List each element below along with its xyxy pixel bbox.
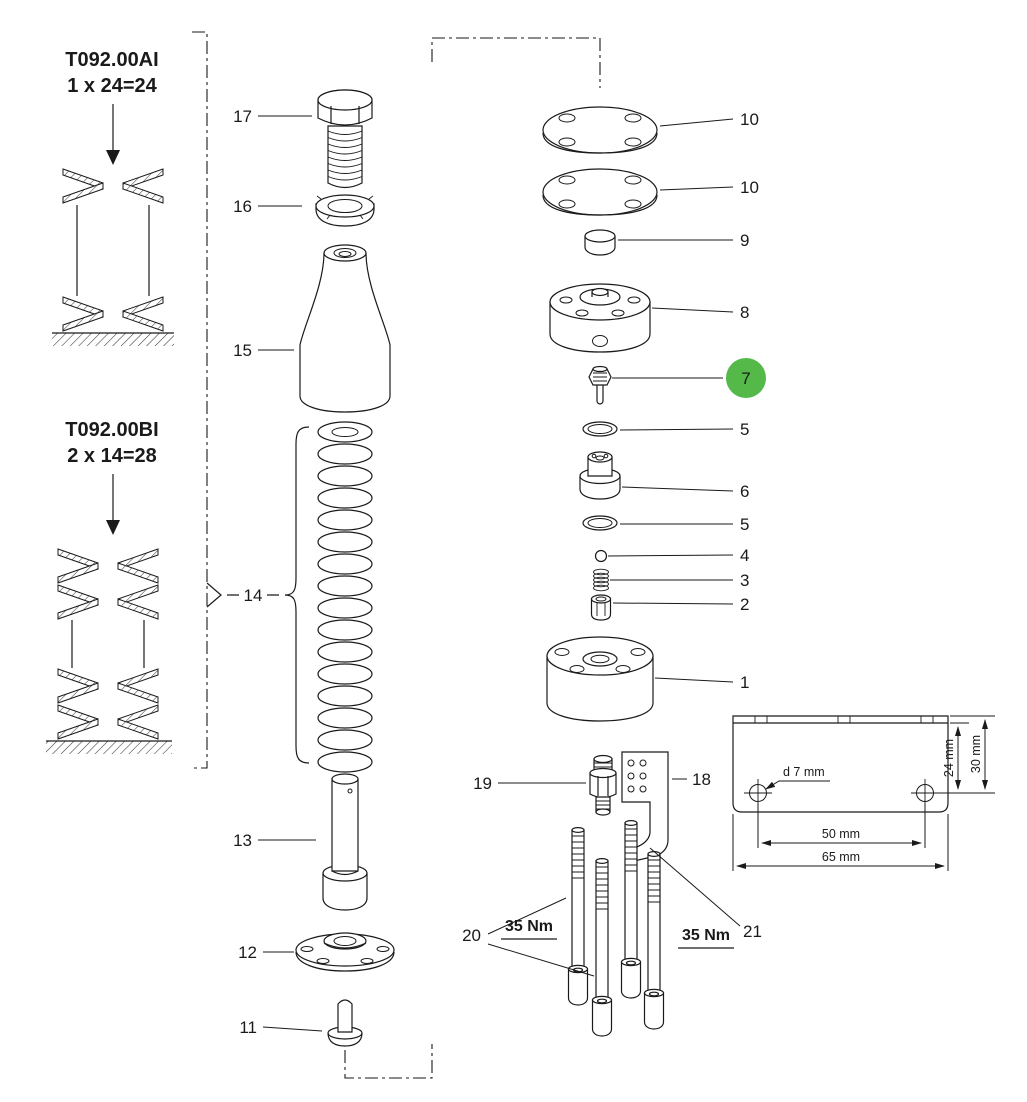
part-12-flange: 12	[238, 932, 395, 972]
callout-13-label: 13	[233, 831, 252, 850]
part-19-fitting: 19	[473, 754, 617, 816]
callout-17-label: 17	[233, 107, 252, 126]
part-5-seal-ring-lower: 5	[582, 515, 749, 534]
spring-stack-diagram-b: T092.00BI 2 x 14=28	[46, 419, 172, 754]
leader-1	[654, 677, 734, 683]
height-outer-label: 30 mm	[969, 735, 983, 773]
stack-a-code: T092.00AI	[65, 49, 158, 71]
callout-16-label: 16	[233, 197, 252, 216]
callout-10a-label: 10	[740, 110, 759, 129]
part-11-stud: 11	[239, 999, 363, 1047]
bottom-connector-line	[344, 1044, 433, 1079]
hole-diameter-leader	[765, 780, 830, 790]
callout-9-label: 9	[740, 231, 749, 250]
assembly-boundary-line	[192, 31, 208, 769]
leader-8	[651, 307, 734, 313]
callout-21-label: 21	[743, 922, 762, 941]
leader-2	[612, 602, 734, 605]
part-14-disc-spring-stack	[317, 421, 373, 773]
part-9-cap: 9	[584, 229, 749, 256]
part-17-adjusting-bolt: 17	[233, 89, 373, 189]
leader-21	[649, 847, 741, 927]
callout-8-label: 8	[740, 303, 749, 322]
leader-20	[487, 897, 595, 977]
part-3-small-spring: 3	[593, 568, 749, 592]
callout-7-highlight[interactable]: 7	[726, 358, 766, 398]
down-arrow-icon	[106, 520, 120, 535]
callout-6-label: 6	[740, 482, 749, 501]
spring-stack-diagram-a: T092.00AI 1 x 24=24	[52, 49, 174, 346]
part-18-angle-bracket: 18	[621, 751, 711, 862]
callout-18-label: 18	[692, 770, 711, 789]
torque-note-right: 35 Nm	[678, 927, 734, 949]
top-connector-line	[431, 37, 601, 88]
leader-10b	[659, 186, 734, 191]
hole-spacing-label: 50 mm	[822, 827, 860, 841]
part-8-spring-housing-cover: 8	[549, 283, 749, 353]
callout-12-label: 12	[238, 943, 257, 962]
callout-5a-label: 5	[740, 420, 749, 439]
callout-3-label: 3	[740, 571, 749, 590]
stack-a-formula: 1 x 24=24	[67, 75, 157, 97]
leader-4	[607, 554, 734, 557]
hole-diameter-label: d 7 mm	[783, 765, 825, 779]
stack-b-code: T092.00BI	[65, 419, 158, 441]
torque-right-label: 35 Nm	[682, 927, 730, 944]
leader-5a	[619, 428, 734, 431]
height-inner-label: 24 mm	[942, 739, 956, 777]
leader-6	[621, 486, 734, 492]
part-1-spring-housing-base: 1	[546, 636, 749, 722]
width-total-label: 65 mm	[822, 850, 860, 864]
callout-14-brace: 14	[206, 426, 310, 764]
part-6-valve-guide: 6	[579, 451, 749, 501]
part-20-screws: 20	[462, 826, 613, 1037]
part-10-shim-disc-lower: 10	[542, 168, 759, 216]
leader-10a	[659, 118, 734, 127]
part-2-spring-retainer: 2	[590, 594, 749, 621]
callout-4-label: 4	[740, 546, 749, 565]
callout-15-label: 15	[233, 341, 252, 360]
callout-2-label: 2	[740, 595, 749, 614]
torque-note-left: 35 Nm	[501, 918, 557, 940]
part-16-ring-nut: 16	[233, 194, 375, 227]
part-5-seal-ring-upper: 5	[582, 420, 749, 439]
stack-b-formula: 2 x 14=28	[67, 445, 157, 467]
part-15-cone-housing: 15	[233, 244, 391, 413]
part-10-shim-disc-top: 10	[542, 106, 759, 154]
leader-11	[262, 1026, 323, 1032]
callout-19-label: 19	[473, 774, 492, 793]
callout-14-label: 14	[244, 586, 263, 605]
callout-20-label: 20	[462, 926, 481, 945]
mounting-plate-drawing: d 7 mm 24 mm 30 mm 50 mm 65 mm	[732, 715, 995, 871]
part-4-ball: 4	[594, 546, 749, 565]
callout-5b-label: 5	[740, 515, 749, 534]
callout-11-label: 11	[239, 1018, 257, 1037]
highlight-circle[interactable]	[726, 358, 766, 398]
callout-10b-label: 10	[740, 178, 759, 197]
part-13-guide-shaft: 13	[233, 773, 368, 911]
callout-7-label: 7	[741, 369, 750, 388]
part-7-valve-screw	[588, 365, 723, 405]
callout-1-label: 1	[740, 673, 749, 692]
down-arrow-icon	[106, 150, 120, 165]
torque-left-label: 35 Nm	[505, 918, 553, 935]
part-21-screws: 21	[620, 819, 762, 1030]
